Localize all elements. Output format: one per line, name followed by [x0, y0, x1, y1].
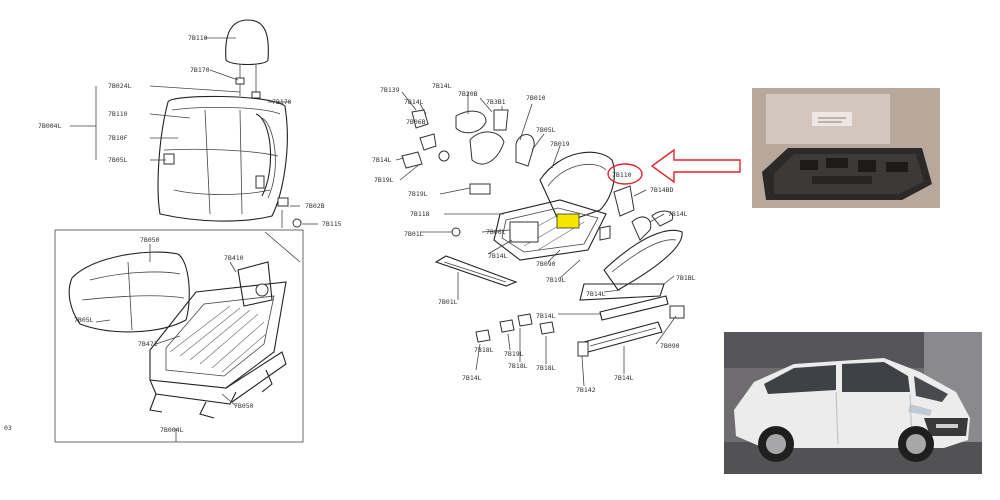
label-r-nut: 7B118 — [410, 210, 430, 218]
car-photo-image — [724, 332, 982, 474]
right-leader-lines — [395, 91, 677, 387]
car-photo — [724, 332, 982, 474]
label-r-side-b: 7B14BD — [650, 186, 674, 194]
label-back-frame: 7B110 — [108, 110, 128, 118]
label-r-bolt-a: 7B14L — [432, 82, 452, 90]
label-r-base-plate: 7B142 — [576, 386, 596, 394]
label-cushion-frame: 7B410 — [224, 254, 244, 262]
label-r-bolt-d: 7B010 — [526, 94, 546, 102]
label-r-switch-unit: 7B19L — [374, 176, 394, 184]
label-r-mark-a: 7B14L — [586, 290, 606, 298]
label-r-lever-top: 7B139 — [380, 86, 400, 94]
highlighted-switch — [556, 213, 580, 229]
label-r-side-a: 7B19L — [408, 190, 428, 198]
label-r-cover-long: 7B1BL — [676, 274, 696, 282]
label-r-mark-d: 7B14L — [462, 374, 482, 382]
label-r-switch: 7B14L — [372, 156, 392, 164]
label-seat-assy: 7B004L — [160, 426, 184, 434]
label-r-screw-a: 7B05L — [536, 126, 556, 134]
part-photo-image — [752, 88, 940, 208]
label-r-screw-b: 7B019 — [550, 140, 570, 148]
right-parts-drawing: 7B139 7B14L 7B14L 7B20B 7B3B1 7B010 7B06… — [372, 82, 741, 394]
label-bracket-b: 7B115 — [322, 220, 342, 228]
left-seat-drawing: 7B110 7B170 7B170 7B024L 7B110 7B10F 7B0… — [4, 19, 342, 443]
label-r-track-b: 7B06L — [486, 228, 506, 236]
label-cover-inner: 7B050 — [234, 402, 254, 410]
label-adjuster: 7B471 — [138, 340, 158, 348]
label-r-foot-c: 7B18L — [508, 362, 528, 370]
headrest-icon — [225, 19, 269, 99]
label-cushion-pad: 7B05L — [74, 316, 94, 324]
label-r-foot-b: 7B19L — [504, 350, 524, 358]
label-r-bracket: 7B090 — [536, 260, 556, 268]
callout-circle — [607, 163, 643, 185]
label-bracket-a: 7B02B — [305, 202, 325, 210]
label-r-rail: 7B14L — [488, 252, 508, 260]
label-back-pad: 7B024L — [108, 82, 132, 90]
label-r-bolt-c: 7B3B1 — [486, 98, 506, 106]
seat-side-mechanism-icon — [493, 151, 615, 261]
label-cushion: 7B050 — [140, 236, 160, 244]
label-r-cover-side: 7B19L — [546, 276, 566, 284]
label-back-trim: 7B10F — [108, 134, 128, 142]
label-r-highlighted: 7B110 — [612, 171, 632, 179]
label-r-end-cap: 7B090 — [660, 342, 680, 350]
label-back-cover: 7B05L — [108, 156, 128, 164]
label-r-track-c: 7B14L — [668, 210, 688, 218]
label-seat-back: 7B004L — [38, 122, 62, 130]
side-cover-icon — [603, 210, 683, 291]
seat-back-icon — [157, 95, 288, 222]
label-side-code: 03 — [4, 424, 12, 432]
switch-unit-icon — [599, 185, 652, 241]
lever-parts-icon — [401, 109, 535, 195]
seat-rails-icon — [434, 255, 685, 357]
left-leader-lines — [70, 37, 318, 442]
label-r-mark-b: 7B01L — [438, 298, 458, 306]
cushion-group-box — [54, 229, 304, 443]
label-r-rail-long: 7B14L — [614, 374, 634, 382]
label-r-bolt-b: 7B20B — [458, 90, 478, 98]
label-guide-lower: 7B170 — [272, 98, 292, 106]
label-headrest: 7B110 — [188, 34, 208, 42]
label-r-mark-c: 7B14L — [536, 312, 556, 320]
label-r-track-a: 7B01L — [404, 230, 424, 238]
back-bracket-icon — [277, 197, 302, 228]
label-r-lever-a: 7B14L — [404, 98, 424, 106]
label-r-foot-d: 7B18L — [536, 364, 556, 372]
seat-frame-icon — [149, 261, 287, 419]
label-guide-upper: 7B170 — [190, 66, 210, 74]
label-r-bolt-e: 7B06B — [406, 118, 426, 126]
callout-arrow-icon — [650, 148, 741, 184]
cushion-icon — [68, 251, 190, 333]
label-r-foot-a: 7B18L — [474, 346, 494, 354]
part-photo — [752, 88, 940, 208]
